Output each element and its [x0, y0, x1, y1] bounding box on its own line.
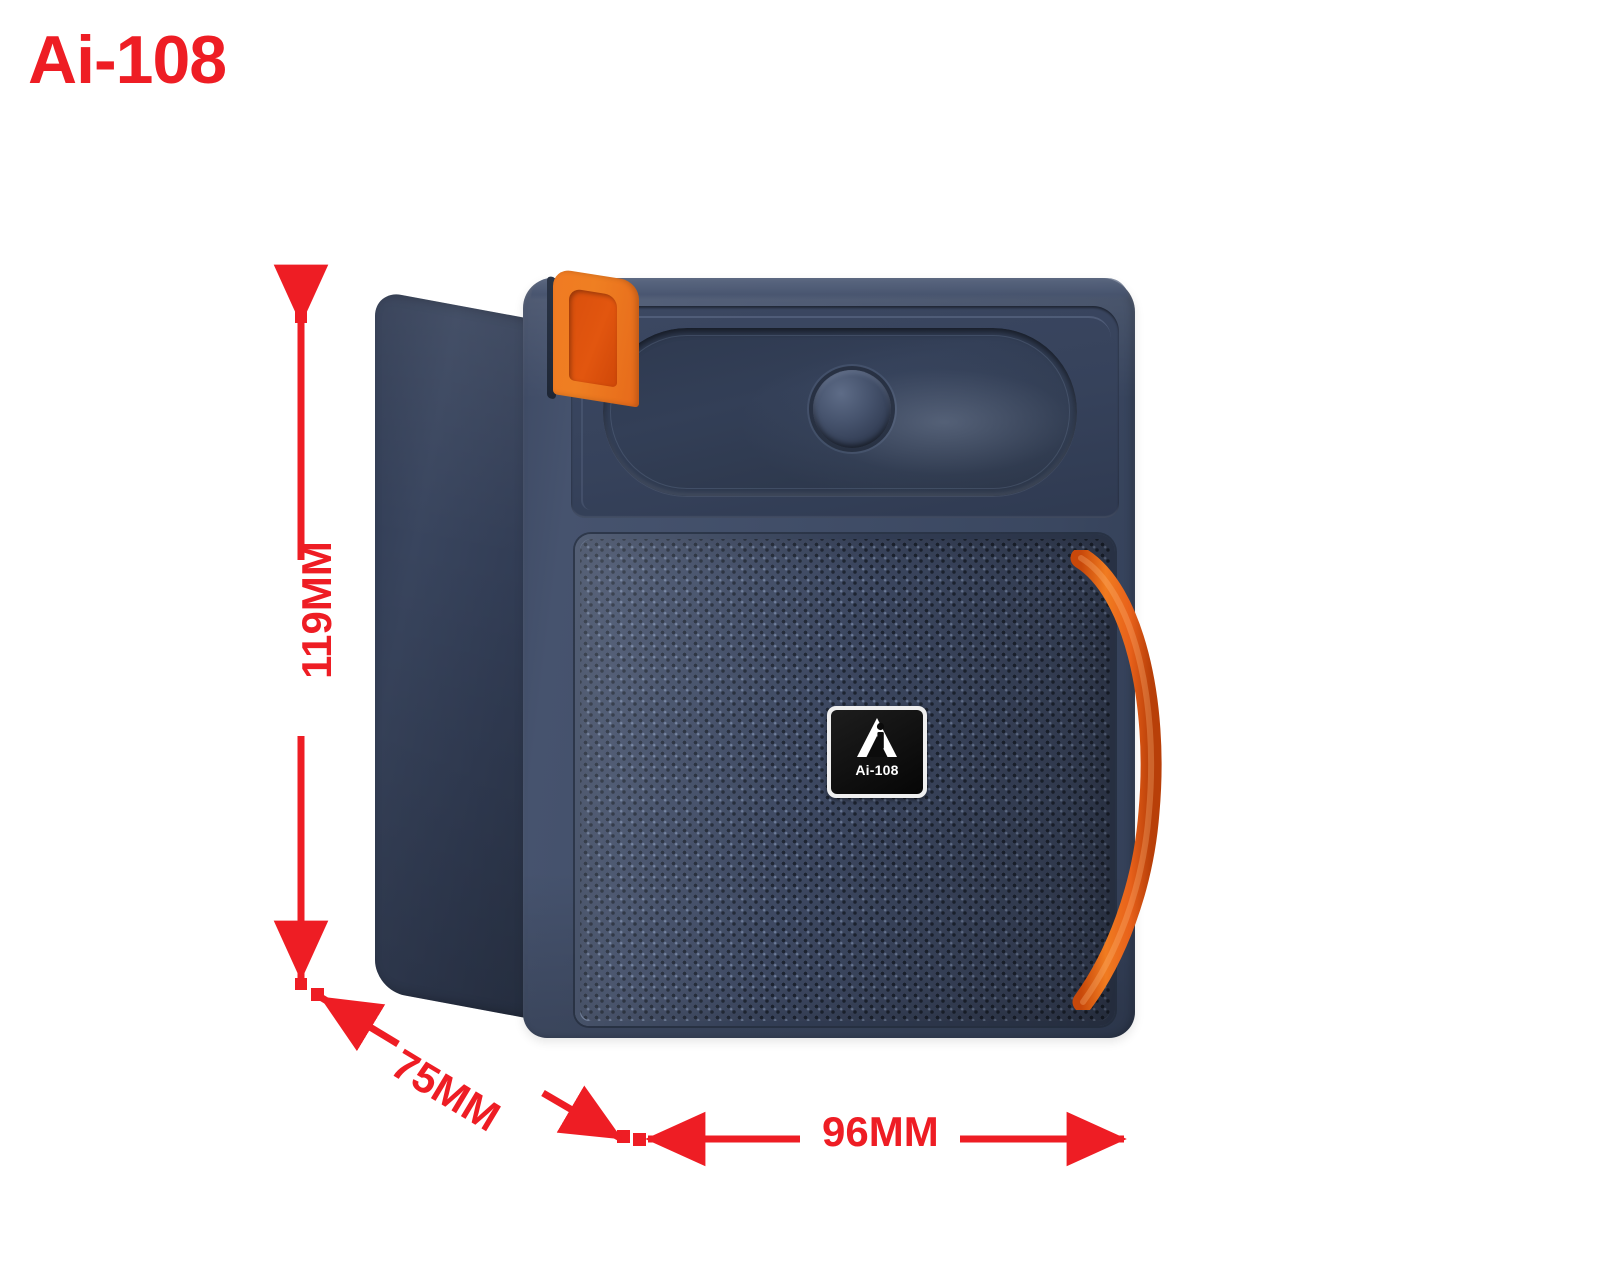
strap-anchor-slot: [569, 288, 617, 388]
product-badge: Ai-108: [827, 706, 927, 798]
control-panel-inner-bevel: [581, 316, 1111, 510]
product-badge-model: Ai-108: [855, 762, 899, 778]
control-panel-recess: [603, 328, 1077, 496]
power-button[interactable]: [812, 370, 891, 448]
product-badge-inner: Ai-108: [831, 710, 923, 794]
page-title: Ai-108: [28, 22, 227, 98]
dimension-label-height: 119MM: [292, 541, 340, 679]
product-image-speaker: Ai-108: [375, 262, 1162, 1042]
speaker-top-bevel: [531, 278, 1129, 300]
dimension-label-depth: 75MM: [383, 1040, 509, 1141]
ai-triangle-logo-icon: [857, 718, 897, 757]
strap-anchor: [547, 268, 639, 408]
dimension-label-width: 96MM: [822, 1108, 939, 1155]
wrist-strap-icon: [1070, 550, 1162, 1010]
